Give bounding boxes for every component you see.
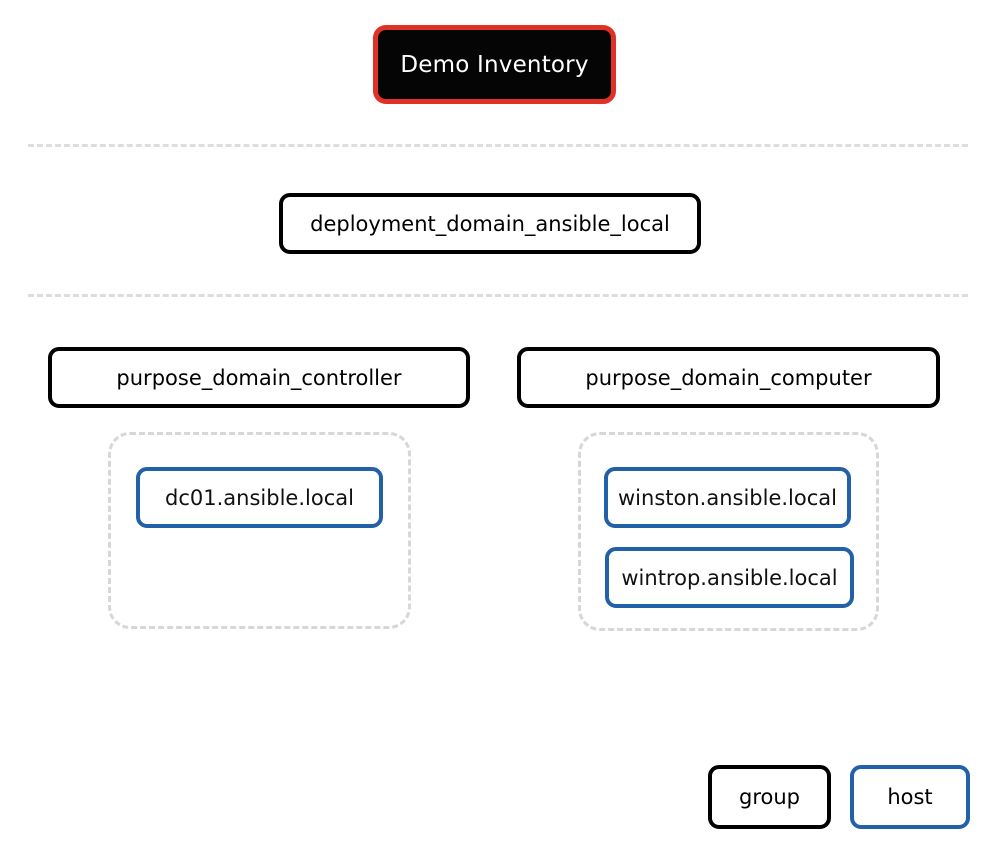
rank-separator-2 (28, 294, 968, 297)
group-node-purpose-domain-controller[interactable]: purpose_domain_controller (48, 347, 470, 408)
legend-item-host: host (850, 765, 970, 829)
host-node-label: dc01.ansible.local (165, 485, 354, 510)
group-node-label: deployment_domain_ansible_local (310, 211, 670, 236)
root-node-label: Demo Inventory (400, 51, 589, 78)
group-node-deployment-domain-ansible-local[interactable]: deployment_domain_ansible_local (279, 193, 701, 254)
host-node-winston[interactable]: winston.ansible.local (604, 467, 851, 528)
group-node-label: purpose_domain_computer (585, 365, 872, 390)
host-node-label: wintrop.ansible.local (621, 565, 838, 590)
group-node-purpose-domain-computer[interactable]: purpose_domain_computer (517, 347, 940, 408)
rank-separator-1 (28, 144, 968, 147)
group-node-label: purpose_domain_controller (116, 365, 402, 390)
legend-item-group: group (708, 765, 831, 829)
host-container-domain-controller (108, 432, 411, 629)
legend-item-label: group (739, 785, 800, 809)
root-node-demo-inventory[interactable]: Demo Inventory (373, 25, 616, 104)
legend-item-label: host (887, 785, 933, 809)
host-node-wintrop[interactable]: wintrop.ansible.local (605, 547, 854, 608)
host-node-label: winston.ansible.local (618, 485, 837, 510)
host-node-dc01[interactable]: dc01.ansible.local (136, 467, 383, 528)
legend: group host (708, 765, 970, 829)
